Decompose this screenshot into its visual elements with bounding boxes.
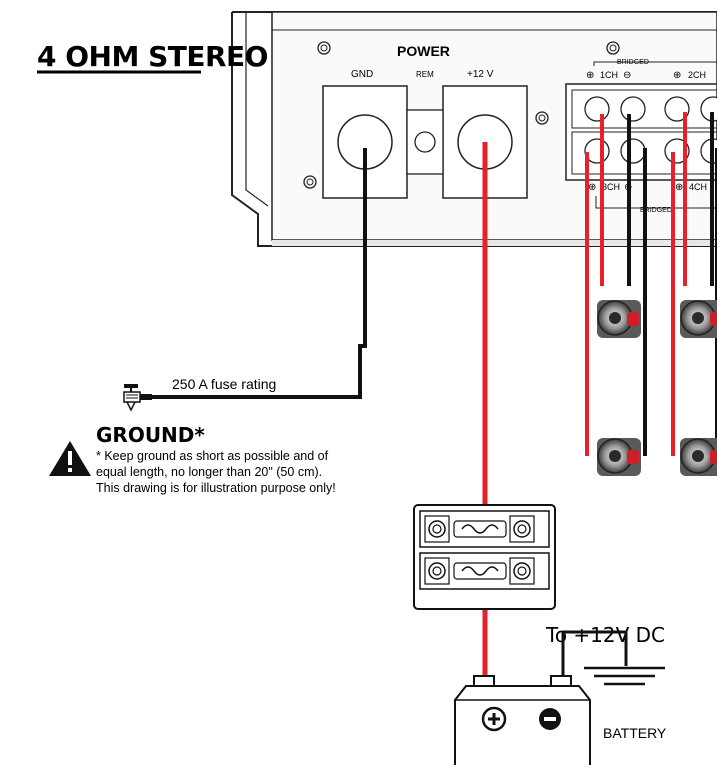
ground-screw-icon <box>123 384 152 412</box>
fuse-holder <box>413 504 556 610</box>
ch1-label: 1CH <box>600 70 618 80</box>
rem-label: REM <box>416 70 434 79</box>
to-dc-label: To +12V DC <box>545 623 665 647</box>
fuse-icon <box>424 557 535 585</box>
fuse-icon <box>424 515 535 543</box>
gnd-label: GND <box>351 69 373 80</box>
plus12-label: +12 V <box>467 69 494 80</box>
power-terminal-block <box>322 85 528 199</box>
fuse-rating-text: 250 A fuse rating <box>172 376 276 392</box>
screw-icon <box>535 111 549 125</box>
plus-icon: ⊕ <box>588 182 596 193</box>
minus-icon: ⊖ <box>623 70 631 81</box>
ch2-label: 2CH <box>688 70 706 80</box>
amplifier <box>231 11 717 247</box>
ground-note-line2: equal length, no longer than 20" (50 cm)… <box>96 465 322 479</box>
bridged-label-bottom: BRIDGED <box>640 207 672 214</box>
power-heading: POWER <box>397 43 450 59</box>
ground-note-line3: This drawing is for illustration purpose… <box>96 481 336 495</box>
ground-note-line1: * Keep ground as short as possible and o… <box>96 449 329 463</box>
speaker-icon <box>680 300 717 338</box>
battery-label: BATTERY <box>603 725 667 741</box>
speaker-icon <box>597 300 641 338</box>
plus-icon: ⊕ <box>586 70 594 81</box>
rem-terminal <box>414 131 436 153</box>
ch3-label: 3CH <box>602 182 620 192</box>
ch4-label: 4CH <box>689 182 707 192</box>
ground-wire <box>150 148 367 399</box>
warning-icon <box>49 441 91 476</box>
plus-icon: ⊕ <box>673 70 681 81</box>
screw-icon <box>606 41 620 55</box>
battery-negative-icon <box>539 708 561 730</box>
speaker-wires <box>585 112 717 456</box>
page-title: 4 OHM STEREO <box>37 40 268 73</box>
ground-heading: GROUND* <box>96 423 205 447</box>
battery <box>454 675 591 765</box>
speaker-icon <box>680 438 717 476</box>
battery-positive-icon <box>481 706 507 732</box>
speaker-icon <box>597 438 641 476</box>
screw-icon <box>303 175 317 189</box>
screw-icon <box>317 41 331 55</box>
bridged-label-top: BRIDGED <box>617 59 649 66</box>
ground-symbol-icon <box>584 666 665 686</box>
chassis-ground-wire <box>561 630 628 680</box>
plus-icon: ⊕ <box>675 182 683 193</box>
